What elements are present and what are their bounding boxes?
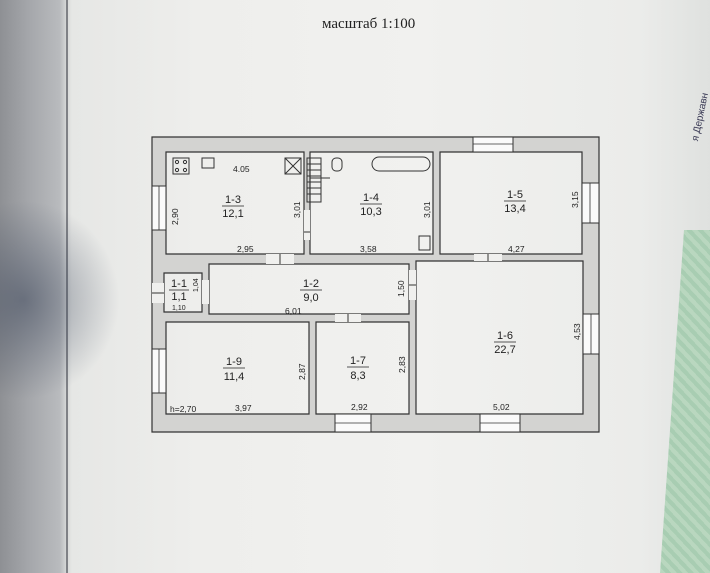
room-1-3-id: 1-3: [225, 194, 241, 206]
dim-r15-height: 3,15: [570, 191, 580, 208]
room-1-2-area: 9,0: [303, 292, 318, 304]
room-1-6-area: 22,7: [494, 344, 515, 356]
toilet-icon: [331, 157, 343, 172]
dim-r14-right: 3,01: [422, 201, 432, 218]
dim-r17-bottom: 2,92: [351, 402, 368, 412]
walls: [151, 136, 600, 433]
room-1-9-id: 1-9: [226, 356, 242, 368]
dim-r14-left: 3,01: [292, 201, 302, 218]
dim-r13-width: 4.05: [233, 164, 250, 174]
dim-r19-bottom: 3,97: [235, 403, 252, 413]
room-1-3-area: 12,1: [222, 208, 243, 220]
fixtures: [172, 156, 431, 251]
scale-title: масштаб 1:100: [322, 16, 416, 32]
dim-r15-bottom: 4,27: [508, 244, 525, 254]
room-1-4-id: 1-4: [363, 192, 379, 204]
room-1-4-area: 10,3: [360, 206, 381, 218]
stove-icon: [172, 157, 190, 175]
washbasin-icon: [418, 235, 431, 251]
room-1-2-id: 1-2: [303, 278, 319, 290]
dim-r12-bottom: 6,01: [285, 306, 302, 316]
dim-r14-bottom: 3,58: [360, 244, 377, 254]
room-1-5-id: 1-5: [507, 189, 523, 201]
room-1-6-id: 1-6: [497, 330, 513, 342]
room-1-7-id: 1-7: [350, 355, 366, 367]
ceiling-height: h=2,70: [170, 404, 197, 414]
dim-r11-width: 1,10: [172, 305, 186, 312]
dimension-labels: 4.05 2,90 2,95 3,01 3,01 3,58 3,15 4,27 …: [170, 164, 582, 414]
dim-r13-bottom: 2,95: [237, 244, 254, 254]
room-1-7-area: 8,3: [350, 370, 365, 382]
window-right-top: [581, 182, 600, 224]
shadow: [0, 200, 120, 400]
dim-r16-height: 4,53: [572, 323, 582, 340]
boiler-icon: [284, 157, 302, 175]
room-1-1-area: 1,1: [171, 291, 186, 303]
windows: [151, 136, 600, 433]
room-labels: 1-3 12,1 1-4 10,3 1-5 13,4 1-1 1,1 1-2 9…: [169, 189, 526, 383]
sink-icon: [201, 157, 215, 169]
bathtub-icon: [371, 156, 431, 172]
dim-r12-height: 1,50: [396, 280, 406, 297]
stairs-icon: [306, 157, 322, 203]
room-1-1-id: 1-1: [171, 278, 187, 290]
dim-r17-height: 2,83: [397, 356, 407, 373]
dim-r16-bottom: 5,02: [493, 402, 510, 412]
dim-r19-height: 2,87: [297, 363, 307, 380]
dim-r13-height: 2,90: [170, 208, 180, 225]
room-1-9-area: 11,4: [224, 371, 245, 383]
dim-r11-height: 1,04: [193, 278, 200, 292]
window-top-right: [472, 136, 514, 153]
room-1-5-area: 13,4: [504, 203, 525, 215]
